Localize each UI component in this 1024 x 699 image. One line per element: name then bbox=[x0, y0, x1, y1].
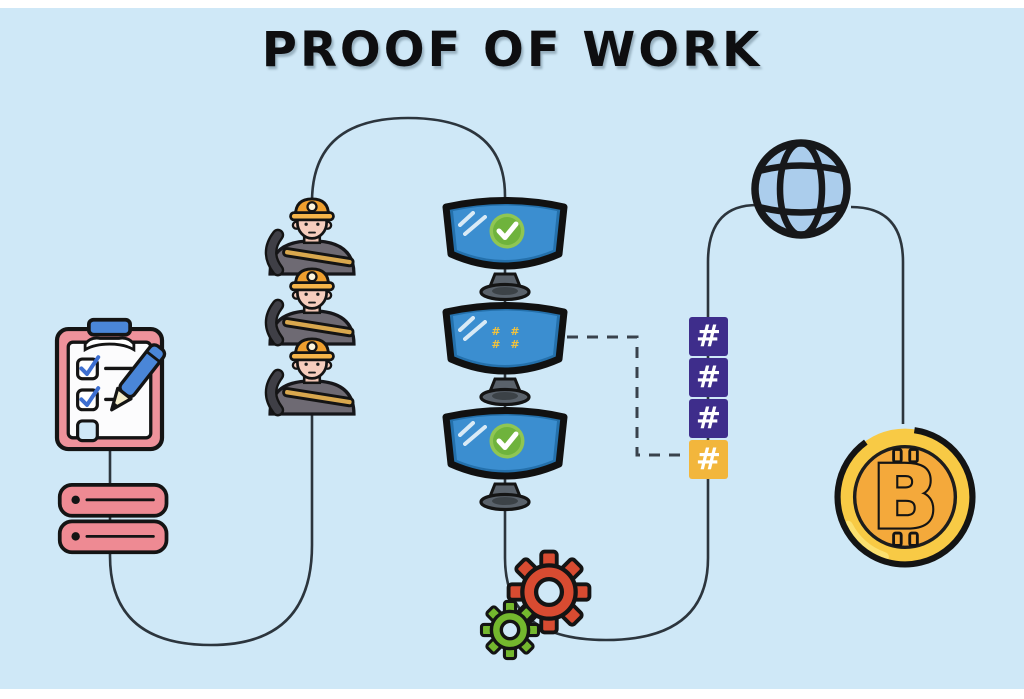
screen-hash-row: # # bbox=[491, 325, 522, 338]
clipboard-clip-base bbox=[83, 336, 136, 353]
pen-icon bbox=[110, 343, 167, 412]
pickaxe-icon bbox=[264, 368, 355, 417]
screen-highlight bbox=[458, 316, 475, 332]
monitor-verified-icon-2 bbox=[440, 402, 570, 512]
monitor-base-inner bbox=[492, 287, 518, 295]
screen-hash-row: # # bbox=[491, 338, 522, 351]
hash-block-3: # bbox=[689, 399, 728, 438]
hash-block-winner: # bbox=[689, 440, 728, 479]
monitor-base-inner bbox=[492, 392, 518, 400]
globe-latitude-lower bbox=[758, 203, 844, 216]
pickaxe-icon bbox=[264, 228, 355, 277]
bar-dot-2 bbox=[71, 532, 80, 541]
transaction-list-bars bbox=[56, 482, 174, 557]
hash-block-2: # bbox=[689, 358, 728, 397]
monitor-screen-inner bbox=[453, 310, 557, 365]
screen-highlight bbox=[463, 320, 487, 341]
hardhat-brim bbox=[289, 211, 335, 222]
bitcoin-coin-icon: B bbox=[829, 421, 981, 573]
miner-icon-1 bbox=[257, 196, 367, 277]
miner-eye bbox=[316, 222, 320, 226]
pickaxe-icon bbox=[264, 298, 355, 347]
screen-highlight bbox=[458, 211, 475, 227]
miner-icon-3 bbox=[257, 336, 367, 417]
globe-latitude-upper bbox=[758, 162, 844, 175]
gear-icon-red bbox=[506, 549, 592, 635]
monitor-base-inner bbox=[492, 497, 518, 505]
hardhat-lamp bbox=[306, 201, 318, 213]
miner-icon-2 bbox=[257, 266, 367, 347]
checkmark-badge-icon bbox=[489, 423, 525, 459]
hash-symbol: # bbox=[695, 442, 722, 477]
screen-highlight bbox=[458, 421, 475, 437]
globe-meridian bbox=[776, 139, 826, 239]
connector-clipboard-to-miners bbox=[108, 410, 314, 647]
clipboard-clip bbox=[87, 317, 132, 337]
globe-sphere bbox=[751, 139, 851, 239]
top-margin bbox=[0, 0, 1024, 8]
hash-symbol: # bbox=[695, 360, 722, 395]
gear-icon-green bbox=[479, 599, 541, 661]
monitor-hashing-icon: # # # # bbox=[440, 297, 570, 407]
globe-icon bbox=[745, 133, 857, 245]
page-title: PROOF OF WORK bbox=[261, 22, 763, 78]
bar-dot-1 bbox=[71, 495, 80, 505]
screen-highlight bbox=[463, 425, 487, 446]
coin-highlight bbox=[843, 520, 889, 562]
connector-globe-to-bitcoin bbox=[850, 205, 905, 424]
bottom-margin bbox=[0, 689, 1024, 699]
checkmark-icon bbox=[79, 355, 101, 377]
checkbox-3-empty bbox=[76, 419, 99, 443]
bitcoin-b-glyph: B bbox=[872, 446, 939, 548]
coin-inner-disc bbox=[852, 444, 958, 550]
dashed-connector-monitor-to-hash bbox=[567, 335, 683, 457]
connector-miners-to-monitor bbox=[310, 116, 507, 203]
checkmark-badge-icon bbox=[489, 213, 525, 249]
checkmark-icon bbox=[79, 386, 101, 407]
screen-highlight bbox=[463, 215, 487, 236]
hash-symbol: # bbox=[695, 319, 722, 354]
monitor-verified-icon-1 bbox=[440, 192, 570, 302]
transactions-clipboard-icon bbox=[42, 312, 192, 453]
hash-symbol: # bbox=[695, 401, 722, 436]
hash-block-1: # bbox=[689, 317, 728, 356]
miner-eye bbox=[304, 222, 308, 226]
bitcoin-symbol: B bbox=[870, 444, 941, 550]
